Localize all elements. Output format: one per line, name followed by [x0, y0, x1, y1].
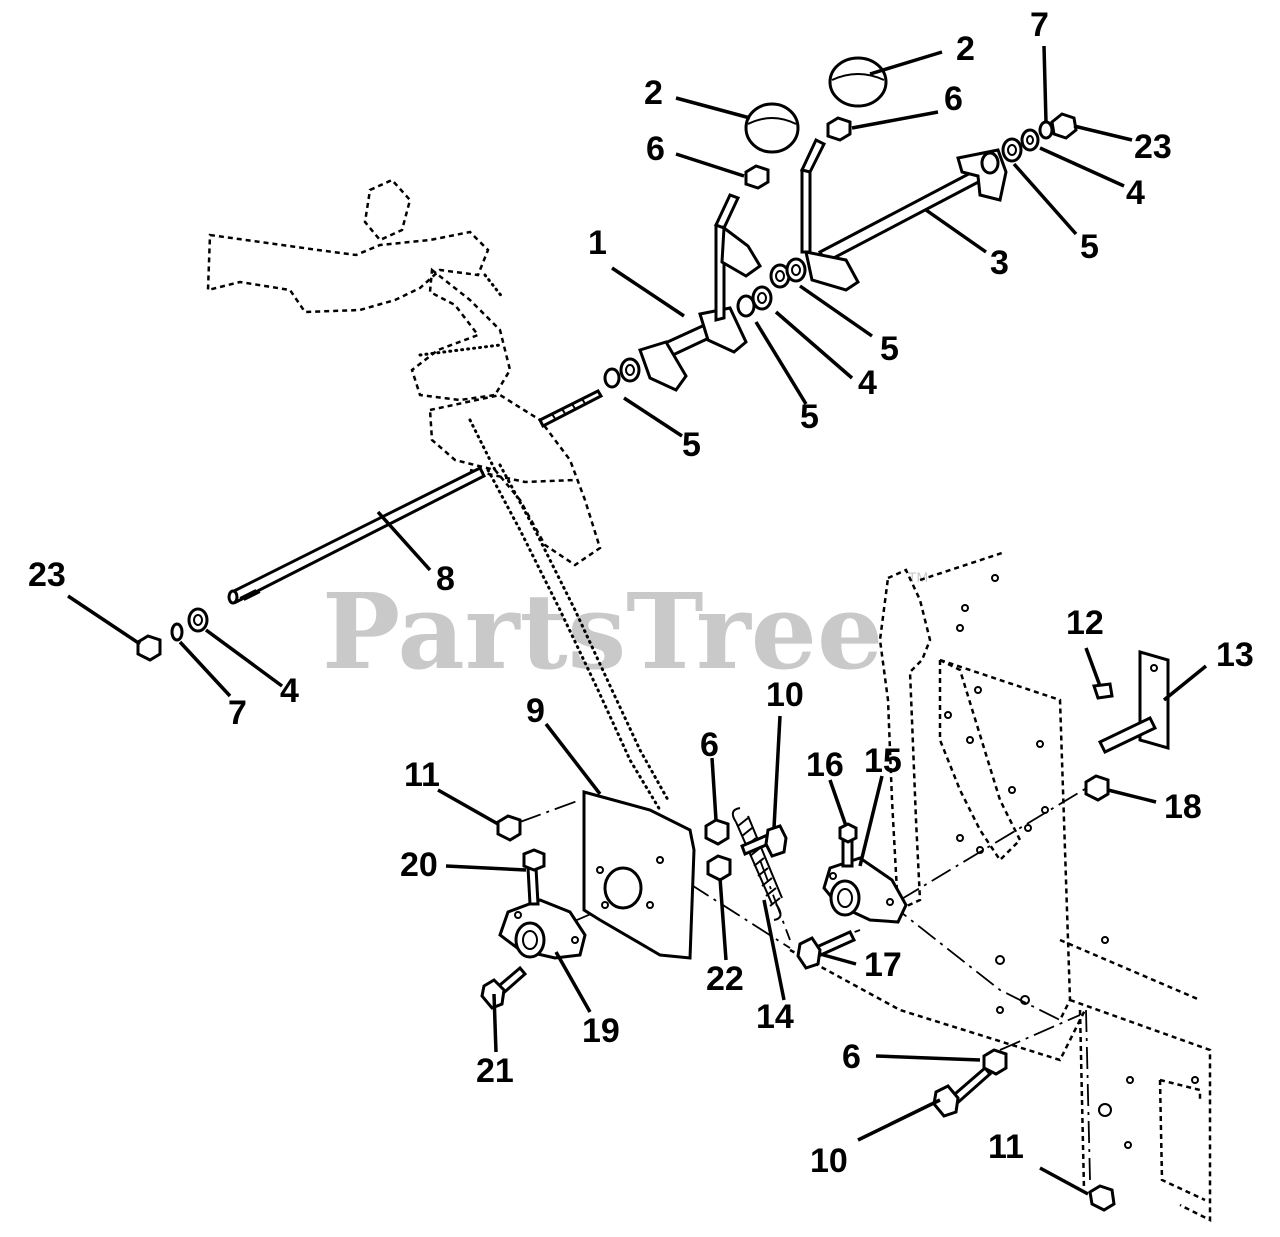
callout-6-a: 6 — [646, 130, 665, 168]
callout-15: 15 — [864, 742, 902, 780]
callout-11-upper: 11 — [404, 756, 440, 794]
callout-17: 17 — [864, 946, 902, 984]
callout-5-a: 5 — [682, 426, 701, 464]
callout-2-right: 2 — [956, 30, 975, 68]
pin-12 — [1091, 682, 1114, 700]
lever-2-shifter — [799, 137, 827, 254]
bolt-10-upper — [740, 824, 788, 858]
callout-4-middle: 4 — [858, 364, 877, 402]
watermark-text: PartsTree — [322, 570, 883, 693]
shaft-8 — [227, 465, 487, 605]
callout-10-lower: 10 — [810, 1142, 848, 1180]
nut-6-upper-right — [826, 116, 852, 142]
threaded-rod — [537, 389, 604, 429]
callout-2-left: 2 — [644, 74, 663, 112]
callout-14: 14 — [756, 998, 794, 1036]
bolt-17 — [796, 930, 857, 970]
callout-5-c: 5 — [880, 330, 899, 368]
callout-4-upper: 4 — [1126, 174, 1145, 212]
hardware-left-end — [136, 607, 209, 662]
callout-20: 20 — [400, 846, 438, 884]
callout-6-c: 6 — [700, 726, 719, 764]
washers-center — [603, 257, 807, 389]
callout-1: 1 — [588, 224, 607, 262]
watermark-trademark: TM — [908, 569, 928, 585]
nut-6-lower — [982, 1048, 1008, 1076]
bolt-10-lower — [932, 1065, 993, 1118]
plate-9 — [582, 790, 696, 960]
callout-21: 21 — [476, 1052, 514, 1090]
nut-6-upper-left — [744, 164, 770, 190]
callout-6-b: 6 — [944, 80, 963, 118]
callout-13: 13 — [1216, 636, 1254, 674]
callout-8: 8 — [436, 560, 455, 598]
bracket-15 — [822, 856, 908, 924]
callout-6-d: 6 — [842, 1038, 861, 1076]
callout-19: 19 — [582, 1012, 620, 1050]
bolt-20 — [522, 848, 546, 906]
knob-2-right — [828, 56, 888, 108]
bolt-21 — [480, 965, 528, 1010]
callout-9: 9 — [526, 692, 545, 730]
frame-outline — [789, 550, 1212, 1223]
nut-6-middle — [704, 818, 730, 846]
spring-14 — [731, 807, 783, 921]
frame-holes — [944, 574, 1199, 1149]
nut-18 — [1084, 774, 1110, 802]
bracket-19 — [498, 898, 587, 960]
lever-1 — [638, 193, 762, 392]
callout-5-b: 5 — [800, 398, 819, 436]
nut-22 — [706, 854, 732, 882]
callout-10-upper: 10 — [766, 676, 804, 714]
callout-3: 3 — [990, 244, 1009, 282]
callout-4-left: 4 — [280, 672, 299, 710]
shaft-3 — [804, 148, 1008, 292]
washers-upper-right — [1001, 112, 1078, 163]
nut-11-upper — [496, 814, 522, 842]
callout-7-b: 7 — [228, 694, 247, 732]
callout-11-lower: 11 — [988, 1128, 1024, 1166]
callout-16: 16 — [806, 746, 844, 784]
callout-12: 12 — [1066, 604, 1104, 642]
callout-7-a: 7 — [1030, 6, 1049, 44]
bolt-16 — [838, 822, 858, 868]
callout-18: 18 — [1164, 788, 1202, 826]
nut-11-lower — [1088, 1184, 1116, 1212]
callout-22: 22 — [706, 960, 744, 998]
leader-lines — [67, 45, 1208, 1196]
callout-5-d: 5 — [1080, 228, 1099, 266]
knob-2-left — [744, 102, 800, 154]
shaft-13 — [1097, 650, 1170, 754]
callout-23-right: 23 — [1134, 128, 1172, 166]
callout-labels: 1 2 2 3 4 4 4 5 5 5 5 6 6 6 6 7 7 8 9 10… — [28, 6, 1254, 1180]
callout-23-left: 23 — [28, 556, 66, 594]
